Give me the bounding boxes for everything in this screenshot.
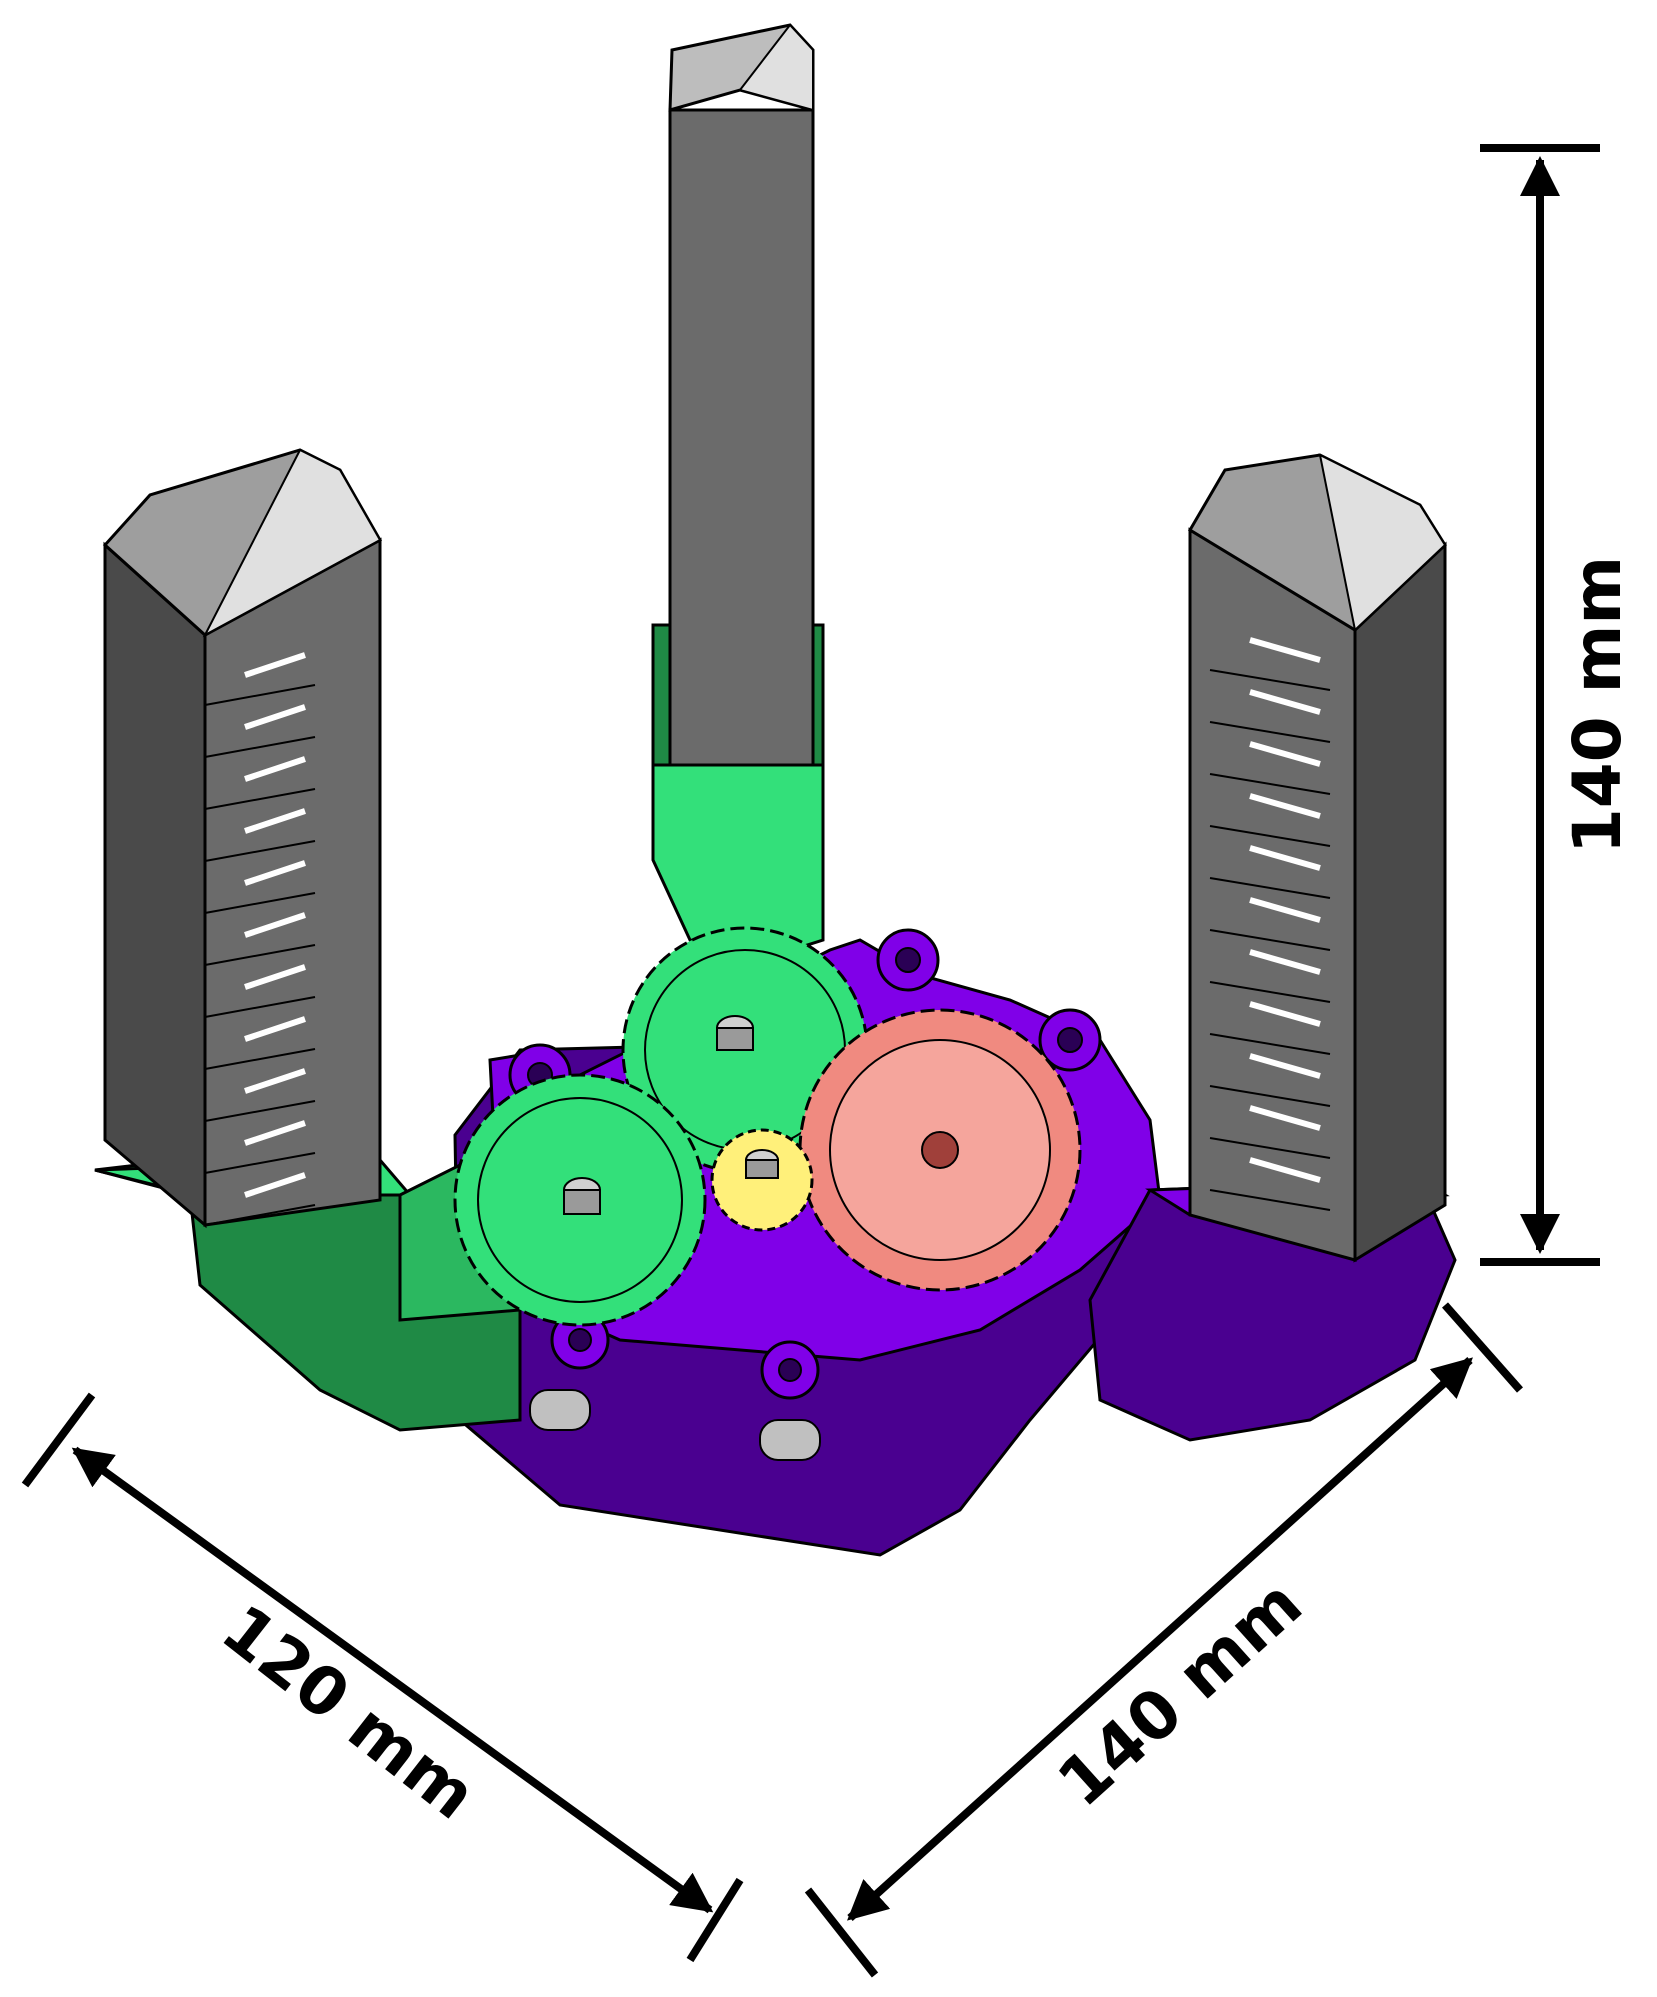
finger-rib: [244, 704, 306, 730]
finger-rib-edge: [1209, 669, 1331, 691]
depth-extension-right: [686, 1877, 744, 1963]
finger-rib-edge: [204, 788, 316, 810]
finger-rib: [1249, 637, 1321, 663]
finger-rib-edge: [204, 1204, 316, 1226]
finger-rib-edge: [1209, 929, 1331, 951]
width-extension-left: [804, 1887, 879, 1978]
finger-rib: [244, 1068, 306, 1094]
finger-rib-edge: [1209, 721, 1331, 743]
finger-rib-edge: [1209, 1033, 1331, 1055]
finger-rib-edge: [1209, 981, 1331, 1003]
finger-rib-edge: [1209, 825, 1331, 847]
finger-rib-edge: [204, 944, 316, 966]
width-extension-right: [1442, 1302, 1523, 1393]
finger-rib: [1249, 1157, 1321, 1183]
finger-rib: [1249, 897, 1321, 923]
finger-rib: [244, 756, 306, 782]
finger-rib: [1249, 1105, 1321, 1131]
finger-rib-edge: [204, 840, 316, 862]
gear-train: [453, 926, 1082, 1327]
left-finger: [102, 448, 383, 1229]
depth-label: 120 mm: [208, 1590, 490, 1834]
finger-rib: [1249, 949, 1321, 975]
depth-extension-left: [21, 1392, 96, 1488]
finger-rib-edge: [1209, 1137, 1331, 1159]
depth-arrow: [71, 1446, 714, 1914]
driven-gear: [798, 1008, 1082, 1292]
finger-rib: [244, 964, 306, 990]
finger-rib-edge: [1209, 877, 1331, 899]
finger-rib-edge: [204, 892, 316, 914]
finger-rib-edge: [204, 1100, 316, 1122]
top-finger: [668, 23, 815, 767]
finger-rib: [244, 1016, 306, 1042]
width-arrow: [847, 1357, 1473, 1921]
height-dimension: 140 mm: [1480, 144, 1636, 1266]
finger-rib: [1249, 741, 1321, 767]
finger-rib: [1249, 1001, 1321, 1027]
finger-rib: [1249, 689, 1321, 715]
finger-rib-edge: [204, 736, 316, 758]
finger-rib: [1249, 1053, 1321, 1079]
finger-rib-edge: [204, 1152, 316, 1174]
finger-rib: [244, 808, 306, 834]
pinion-gear: [710, 1128, 814, 1232]
finger-rib-edge: [1209, 1085, 1331, 1107]
finger-rib: [244, 912, 306, 938]
finger-rib: [1249, 793, 1321, 819]
finger-rib-edge: [1209, 1189, 1331, 1211]
finger-rib: [244, 1120, 306, 1146]
width-label: 140 mm: [1043, 1565, 1316, 1822]
right-finger: [1187, 453, 1447, 1263]
finger-rib-edge: [1209, 773, 1331, 795]
finger-rib: [1249, 845, 1321, 871]
finger-rib: [244, 652, 306, 678]
finger-rib: [244, 1172, 306, 1198]
finger-rib-edge: [204, 684, 316, 706]
height-label: 140 mm: [1559, 556, 1636, 854]
finger-rib-edge: [204, 996, 316, 1018]
left-spur-gear: [453, 1073, 707, 1327]
finger-rib-edge: [204, 1048, 316, 1070]
finger-rib: [244, 860, 306, 886]
